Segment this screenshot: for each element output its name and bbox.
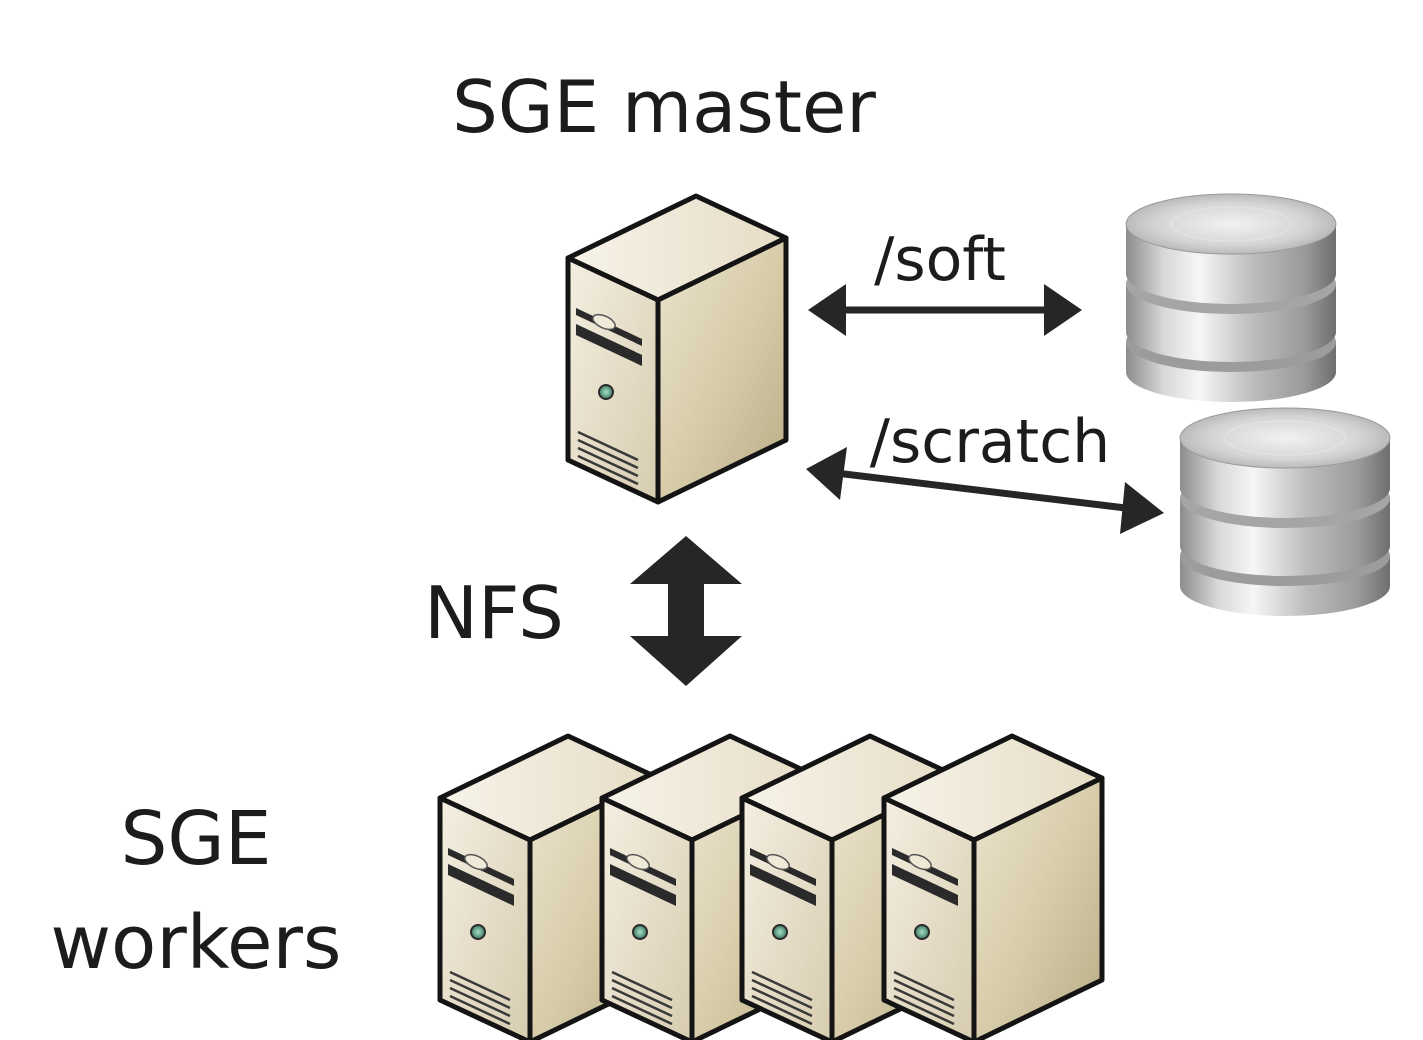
- soft-database-icon: [1125, 193, 1337, 403]
- scratch-database-icon: [1179, 407, 1391, 617]
- scratch-label: /scratch: [870, 407, 1110, 477]
- nfs-label: NFS: [424, 571, 564, 655]
- soft-connection-arrow: [808, 284, 1082, 336]
- master-server-icon: [568, 196, 786, 502]
- worker-server-icon: [884, 736, 1102, 1040]
- nfs-connection-arrow: [630, 536, 742, 686]
- workers-label-line1: SGE: [120, 796, 271, 882]
- scratch-connection-arrow: [806, 447, 1164, 534]
- worker-servers: [440, 736, 1102, 1040]
- soft-label: /soft: [874, 225, 1006, 295]
- master-title: SGE master: [452, 65, 876, 149]
- workers-label-line2: workers: [51, 900, 342, 986]
